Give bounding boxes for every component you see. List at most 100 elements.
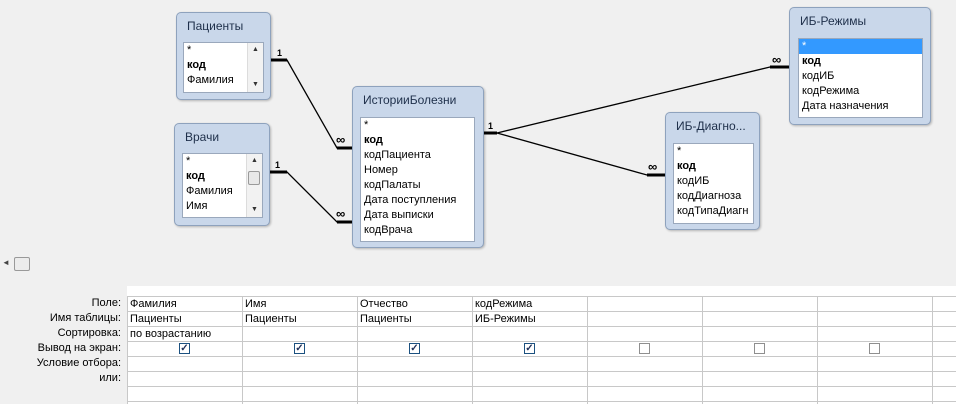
grid-cell-table[interactable] bbox=[588, 312, 702, 327]
show-checkbox-checked[interactable]: ✓ bbox=[524, 343, 535, 354]
field-item[interactable]: кодРежима bbox=[802, 85, 860, 97]
table-title[interactable]: ИБ-Режимы bbox=[800, 14, 867, 28]
field-item[interactable]: Дата выписки bbox=[364, 209, 434, 221]
grid-cell-or[interactable] bbox=[358, 372, 472, 387]
show-checkbox[interactable] bbox=[869, 343, 880, 354]
grid-cell-criteria[interactable] bbox=[703, 357, 817, 372]
grid-cell-field[interactable]: Фамилия bbox=[130, 298, 177, 310]
arrow-up-icon[interactable]: ▲ bbox=[251, 157, 258, 164]
field-item[interactable]: код bbox=[187, 59, 206, 71]
table-box-histories[interactable]: ИсторииБолезни * код кодПациента Номер к… bbox=[352, 86, 484, 248]
field-item[interactable]: Имя bbox=[186, 200, 208, 212]
field-item[interactable]: * bbox=[364, 119, 369, 131]
grid-cell-criteria[interactable] bbox=[243, 357, 357, 372]
scroll-thumb[interactable] bbox=[248, 171, 260, 185]
scroll-thumb[interactable] bbox=[14, 257, 30, 271]
field-item[interactable]: код bbox=[677, 160, 696, 172]
grid-cell-table[interactable]: Пациенты bbox=[245, 313, 297, 325]
table-box-patients[interactable]: Пациенты * код Фамилия ▲ ▼ bbox=[176, 12, 271, 100]
grid-cell-criteria[interactable] bbox=[818, 357, 932, 372]
field-item[interactable]: кодДиагноза bbox=[677, 190, 742, 202]
grid-cell-field[interactable]: Отчество bbox=[360, 298, 408, 310]
field-item[interactable]: кодПалаты bbox=[364, 179, 421, 191]
row-label-criteria: Условие отбора: bbox=[36, 357, 121, 369]
grid-cell-or[interactable] bbox=[818, 372, 932, 387]
field-item[interactable]: код bbox=[802, 55, 821, 67]
grid-cell-field[interactable] bbox=[588, 297, 702, 312]
show-checkbox-checked[interactable]: ✓ bbox=[294, 343, 305, 354]
field-list[interactable]: * код кодИБ кодРежима Дата назначения bbox=[798, 38, 923, 118]
field-item[interactable]: кодВрача bbox=[364, 224, 413, 236]
field-item[interactable]: кодИБ bbox=[677, 175, 710, 187]
grid-cell-field[interactable] bbox=[818, 297, 932, 312]
arrow-left-icon[interactable]: ◄ bbox=[2, 258, 10, 267]
grid-cell-sort[interactable] bbox=[818, 327, 932, 342]
grid-cell-sort[interactable] bbox=[703, 327, 817, 342]
query-design-grid[interactable]: Поле: Имя таблицы: Сортировка: Вывод на … bbox=[0, 286, 956, 404]
field-list[interactable]: * код Фамилия ▲ ▼ bbox=[183, 42, 264, 93]
grid-cell-criteria[interactable] bbox=[473, 357, 587, 372]
pane-splitter[interactable] bbox=[0, 273, 956, 287]
field-item[interactable]: кодИБ bbox=[802, 70, 835, 82]
table-title[interactable]: Врачи bbox=[185, 130, 220, 144]
arrow-down-icon[interactable]: ▼ bbox=[251, 206, 258, 213]
grid-cell-criteria[interactable] bbox=[588, 357, 702, 372]
field-item[interactable]: код bbox=[186, 170, 205, 182]
grid-cell-or[interactable] bbox=[588, 372, 702, 387]
grid-cell-field[interactable]: кодРежима bbox=[475, 298, 533, 310]
field-item[interactable]: * bbox=[187, 44, 192, 56]
show-checkbox-checked[interactable]: ✓ bbox=[179, 343, 190, 354]
grid-cell-table[interactable]: Пациенты bbox=[130, 313, 182, 325]
grid-cell-sort[interactable] bbox=[588, 327, 702, 342]
grid-cell-or[interactable] bbox=[473, 372, 587, 387]
arrow-up-icon[interactable]: ▲ bbox=[252, 46, 259, 53]
relation-many-label: ∞ bbox=[772, 52, 782, 67]
field-item[interactable]: Дата поступления bbox=[364, 194, 457, 206]
grid-cell-or[interactable] bbox=[703, 372, 817, 387]
table-box-regimes[interactable]: ИБ-Режимы * код кодИБ кодРежима Дата наз… bbox=[789, 7, 931, 125]
field-item-selected[interactable]: * bbox=[799, 39, 922, 54]
checkmark-icon: ✓ bbox=[180, 343, 189, 354]
grid-cell-table[interactable]: ИБ-Режимы bbox=[475, 313, 536, 325]
arrow-down-icon[interactable]: ▼ bbox=[252, 81, 259, 88]
grid-row-line bbox=[127, 326, 956, 327]
grid-cell-criteria[interactable] bbox=[358, 357, 472, 372]
table-title[interactable]: ИсторииБолезни bbox=[363, 93, 457, 107]
grid-cell-criteria[interactable] bbox=[128, 357, 242, 372]
show-checkbox-checked[interactable]: ✓ bbox=[409, 343, 420, 354]
table-title[interactable]: Пациенты bbox=[187, 19, 244, 33]
grid-cell-or[interactable] bbox=[128, 372, 242, 387]
relation-histories-diagnoses bbox=[483, 132, 665, 176]
field-list[interactable]: * код кодИБ кодДиагноза кодТипаДиагн bbox=[673, 143, 754, 224]
field-list[interactable]: * код Фамилия Имя ▲ ▼ bbox=[182, 153, 263, 218]
field-item[interactable]: Номер bbox=[364, 164, 398, 176]
grid-cell-table[interactable] bbox=[818, 312, 932, 327]
grid-cell-table[interactable]: Пациенты bbox=[360, 313, 412, 325]
grid-cell-sort[interactable]: по возрастанию bbox=[130, 328, 212, 340]
field-item[interactable]: кодТипаДиагн bbox=[677, 205, 749, 217]
show-checkbox[interactable] bbox=[639, 343, 650, 354]
grid-cell-sort[interactable] bbox=[473, 327, 587, 342]
grid-cell-sort[interactable] bbox=[358, 327, 472, 342]
field-list[interactable]: * код кодПациента Номер кодПалаты Дата п… bbox=[360, 117, 475, 242]
grid-cell-or[interactable] bbox=[243, 372, 357, 387]
field-item[interactable]: Дата назначения bbox=[802, 100, 889, 112]
field-item[interactable]: * bbox=[186, 155, 191, 167]
field-item[interactable]: код bbox=[364, 134, 383, 146]
field-item[interactable]: * bbox=[677, 145, 682, 157]
grid-cell-field[interactable] bbox=[703, 297, 817, 312]
grid-cell-table[interactable] bbox=[703, 312, 817, 327]
field-item[interactable]: кодПациента bbox=[364, 149, 431, 161]
horizontal-scrollbar[interactable]: ◄ bbox=[0, 256, 956, 273]
table-box-diagnoses[interactable]: ИБ-Диагно... * код кодИБ кодДиагноза код… bbox=[665, 112, 760, 230]
vertical-scrollbar[interactable]: ▲ ▼ bbox=[247, 43, 263, 92]
table-title[interactable]: ИБ-Диагно... bbox=[676, 119, 746, 133]
show-checkbox[interactable] bbox=[754, 343, 765, 354]
grid-cell-sort[interactable] bbox=[243, 327, 357, 342]
table-box-doctors[interactable]: Врачи * код Фамилия Имя ▲ ▼ bbox=[174, 123, 270, 226]
field-item[interactable]: Фамилия bbox=[186, 185, 233, 197]
query-design-diagram[interactable]: 1 1 1 ∞ ∞ ∞ ∞ Пациенты * код Фамилия ▲ ▼… bbox=[0, 0, 956, 256]
grid-cell-field[interactable]: Имя bbox=[245, 298, 267, 310]
vertical-scrollbar[interactable]: ▲ ▼ bbox=[246, 154, 262, 217]
field-item[interactable]: Фамилия bbox=[187, 74, 234, 86]
